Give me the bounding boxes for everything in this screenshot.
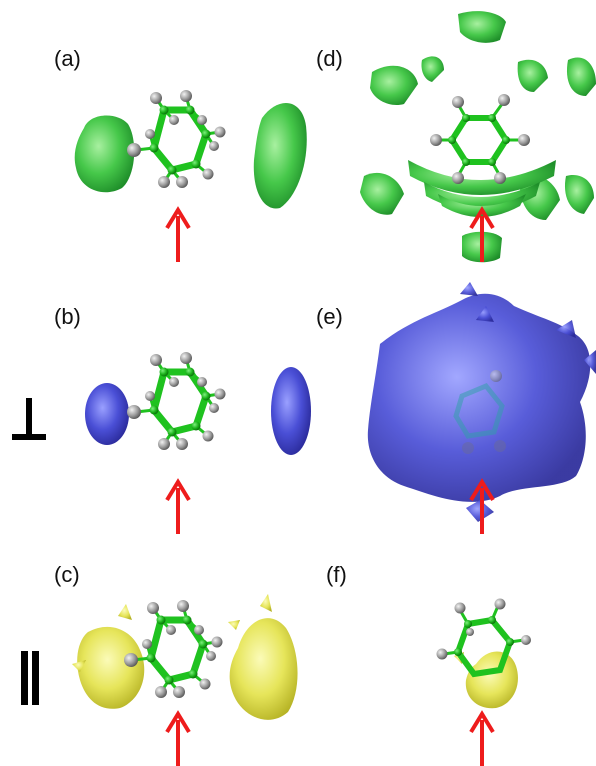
panel-label-c: (c)	[54, 562, 80, 587]
green-isosurface-left	[74, 115, 135, 193]
panel-label-f: (f)	[326, 562, 347, 587]
green-isosurface-right	[253, 103, 307, 209]
cyclohexane-molecule-icon	[436, 598, 531, 678]
panel-label-d: (d)	[316, 46, 343, 71]
panel-e: (e)	[316, 282, 596, 536]
molecule-inside-cloud	[453, 370, 506, 454]
cyclohexane-molecule-icon	[127, 352, 226, 450]
yellow-isosurface-right	[228, 594, 298, 720]
panel-f: (f)	[326, 562, 531, 766]
yellow-isosurface-left	[72, 604, 145, 709]
perpendicular-symbol: ⊥	[12, 398, 46, 440]
panel-label-e: (e)	[316, 304, 343, 329]
parallel-symbol: Ⅱ	[21, 651, 39, 705]
green-isosurface-fragments	[360, 11, 596, 263]
up-arrow-icon	[165, 480, 191, 536]
panel-c: (c)	[54, 562, 298, 766]
up-arrow-icon	[165, 712, 191, 766]
benzene-molecule-icon	[430, 94, 530, 184]
up-arrow-icon	[165, 208, 191, 264]
blue-isosurface-left	[85, 383, 129, 445]
panel-label-b: (b)	[54, 304, 81, 329]
panel-b: (b)	[54, 304, 311, 536]
blue-isosurface-right	[271, 367, 311, 455]
up-arrow-icon	[469, 712, 495, 766]
panel-d: (d)	[316, 11, 596, 264]
panel-a: (a)	[54, 46, 307, 264]
panel-label-a: (a)	[54, 46, 81, 71]
cyclohexane-molecule-icon	[127, 90, 226, 188]
blue-isosurface-cloud	[367, 282, 596, 522]
